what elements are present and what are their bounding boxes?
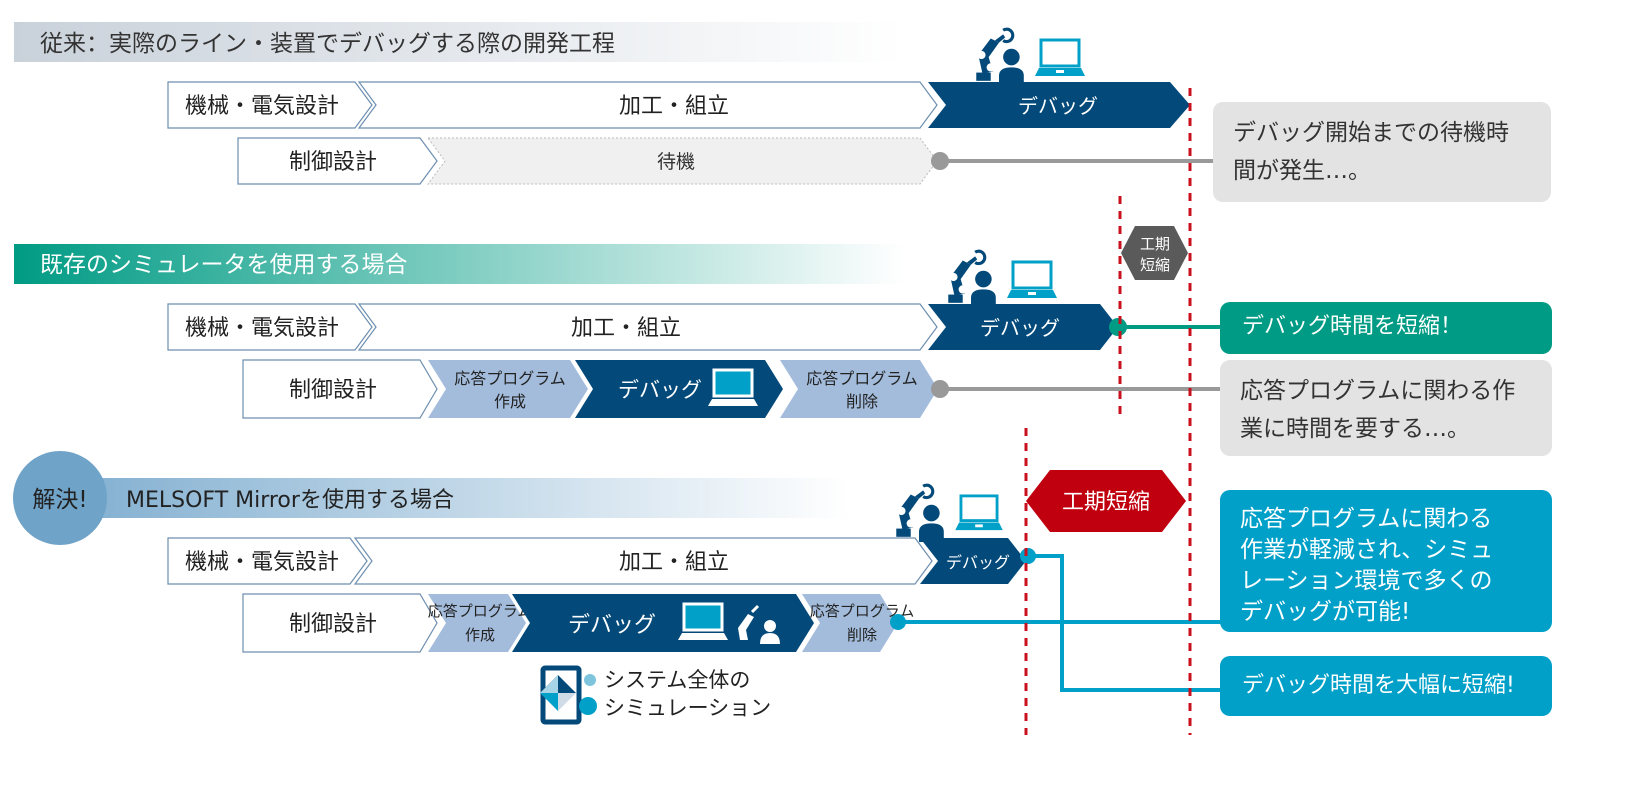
stage-debug-label: デバッグ bbox=[946, 553, 1010, 572]
stage-machining-assembly bbox=[357, 303, 938, 351]
callout-line: デバッグが可能! bbox=[1240, 599, 1411, 625]
section2-title: 既存のシミュレータを使用する場合 bbox=[40, 252, 408, 278]
badge-label: 工期 bbox=[1140, 235, 1170, 253]
logo-text-line2: シミュレーション bbox=[604, 696, 771, 720]
stage-waiting bbox=[427, 137, 938, 185]
stage-debug bbox=[928, 304, 1118, 350]
stage-control-design bbox=[242, 359, 438, 419]
section2-header-bar bbox=[14, 244, 904, 284]
section3-header-bar bbox=[60, 478, 850, 518]
callout-text: デバッグ時間を大幅に短縮! bbox=[1242, 673, 1515, 698]
stage-machining-assembly-label: 加工・組立 bbox=[571, 316, 681, 341]
callout-line: レーション環境で多くの bbox=[1240, 568, 1493, 594]
stage-machining-assembly-label: 加工・組立 bbox=[619, 94, 729, 119]
connector-dot bbox=[931, 152, 949, 170]
stage-delete-response-program bbox=[802, 594, 898, 652]
stage-mech-elec-design bbox=[167, 537, 368, 585]
stage-create-response-program bbox=[428, 360, 588, 418]
callout-line: 応答プログラムに関わる bbox=[1240, 506, 1493, 532]
stage-delete-label: 削除 bbox=[847, 626, 877, 644]
callout-response-program-work: 応答プログラムに関わる作 業に時間を要する…。 bbox=[1220, 360, 1552, 456]
stage-create-label: 応答プログラム bbox=[454, 369, 566, 388]
robot-arm-icon bbox=[738, 604, 780, 644]
section1-header-bar bbox=[14, 22, 904, 62]
section1-title: 従来：実際のライン・装置でデバッグする際の開発工程 bbox=[40, 31, 615, 57]
stage-mech-elec-design-label: 機械・電気設計 bbox=[185, 94, 339, 119]
callout-waiting-time: デバッグ開始までの待機時 間が発生…。 bbox=[1213, 102, 1551, 202]
section3-title: MELSOFT Mirrorを使用する場合 bbox=[126, 488, 454, 513]
laptop-icon bbox=[1034, 38, 1086, 78]
stage-create-response-program bbox=[428, 594, 526, 652]
stage-create-label: 作成 bbox=[494, 392, 526, 411]
stage-delete-label: 応答プログラム bbox=[810, 602, 915, 620]
stage-mech-elec-design bbox=[167, 81, 373, 129]
laptop-icon bbox=[954, 494, 1004, 532]
stage-mech-elec-design-label: 機械・電気設計 bbox=[185, 550, 339, 575]
solution-label: 解決! bbox=[32, 487, 87, 513]
callout-line: 間が発生…。 bbox=[1233, 158, 1371, 184]
callout-debug-shortened: デバッグ時間を短縮！ bbox=[1220, 302, 1552, 354]
stage-create-label: 応答プログラム bbox=[428, 602, 533, 620]
connector-dot bbox=[931, 380, 949, 398]
stage-control-design bbox=[237, 137, 438, 185]
stage-delete-label: 応答プログラム bbox=[806, 369, 918, 388]
stage-debug bbox=[920, 538, 1026, 584]
stage-machining-assembly bbox=[353, 537, 933, 585]
stage-debug bbox=[928, 82, 1190, 128]
stage-control-design-label: 制御設計 bbox=[289, 612, 377, 637]
callout-reduced-work: 応答プログラムに関わる 作業が軽減され、シミュ レーション環境で多くの デバッグ… bbox=[1220, 490, 1552, 632]
stage-debug-sim-label: デバッグ bbox=[618, 378, 702, 402]
stage-debug-label: デバッグ bbox=[1018, 94, 1098, 118]
stage-mech-elec-design bbox=[167, 303, 373, 351]
stage-machining-assembly bbox=[357, 81, 938, 129]
badge-label: 工期短縮 bbox=[1062, 490, 1150, 515]
melsoft-mirror-logo-icon bbox=[540, 665, 597, 725]
connector-dot bbox=[890, 614, 906, 630]
stage-debug-sim-label: デバッグ bbox=[568, 613, 656, 638]
stage-machining-assembly-label: 加工・組立 bbox=[619, 550, 729, 575]
stage-control-design-label: 制御設計 bbox=[289, 378, 377, 403]
callout-text: デバッグ時間を短縮！ bbox=[1242, 314, 1463, 339]
stage-debug-sim bbox=[512, 594, 814, 652]
stage-delete-response-program bbox=[780, 360, 938, 418]
laptop-icon bbox=[678, 602, 728, 642]
solution-circle bbox=[13, 451, 107, 545]
stage-create-label: 作成 bbox=[465, 626, 495, 644]
laptop-icon bbox=[1006, 260, 1058, 300]
robot-arm-icon bbox=[946, 249, 998, 308]
callout-line: デバッグ開始までの待機時 bbox=[1233, 120, 1509, 146]
schedule-reduction-badge bbox=[1121, 226, 1188, 280]
robot-arm-icon bbox=[894, 483, 946, 542]
stage-delete-label: 削除 bbox=[846, 392, 878, 411]
callout-debug-greatly-shortened: デバッグ時間を大幅に短縮! bbox=[1220, 656, 1552, 716]
badge-label: 短縮 bbox=[1140, 256, 1170, 274]
stage-mech-elec-design-label: 機械・電気設計 bbox=[185, 316, 339, 341]
logo-text-line1: システム全体の bbox=[604, 668, 750, 692]
callout-line: 作業が軽減され、シミュ bbox=[1240, 537, 1494, 563]
stage-control-design bbox=[242, 593, 438, 653]
robot-arm-icon bbox=[974, 27, 1026, 86]
callout-line: 応答プログラムに関わる作 bbox=[1240, 378, 1516, 404]
connector-dot bbox=[1020, 548, 1036, 564]
stage-waiting-label: 待機 bbox=[657, 151, 695, 173]
stage-debug-label: デバッグ bbox=[980, 316, 1060, 340]
callout-line: 業に時間を要する…。 bbox=[1240, 416, 1470, 442]
stage-control-design-label: 制御設計 bbox=[289, 150, 377, 175]
laptop-icon bbox=[708, 368, 758, 408]
connector-dot bbox=[1109, 318, 1127, 336]
schedule-reduction-badge bbox=[1026, 470, 1186, 532]
